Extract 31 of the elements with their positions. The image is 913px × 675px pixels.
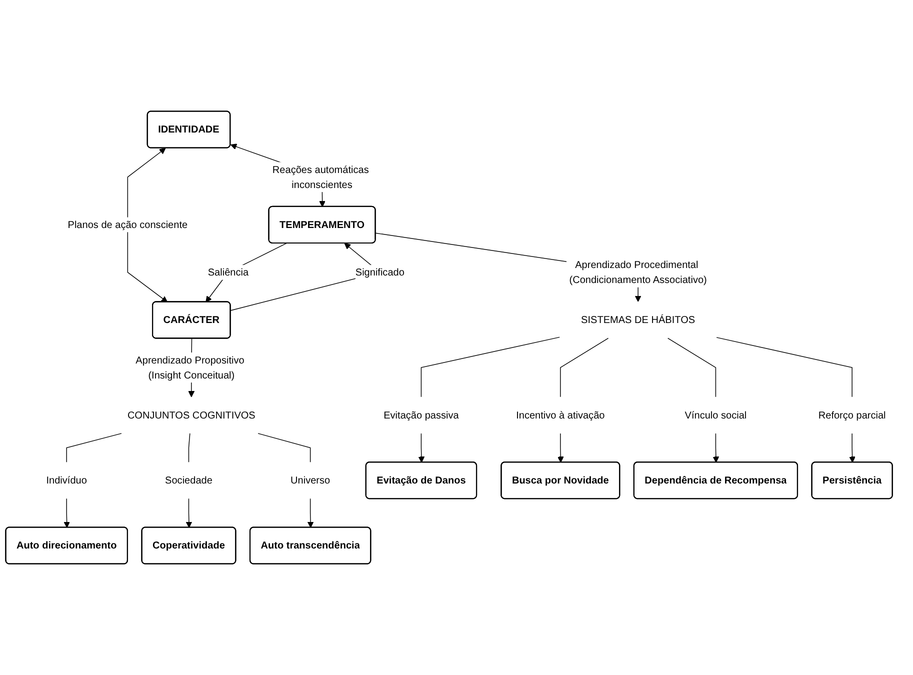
arrow	[64, 498, 70, 528]
connector	[560, 338, 609, 398]
connector	[66, 433, 122, 462]
node-text: Evitação passiva	[384, 409, 459, 421]
arrow	[418, 433, 425, 463]
edge-label: Reações automáticas inconscientes	[272, 164, 369, 190]
edge-label: Aprendizado Procedimental (Condicionamento Associativo)	[569, 258, 707, 286]
edge-label: Planos de ação consciente	[68, 218, 188, 230]
edge-label: Aprendizado Propositivo (Insight Conceitual)	[136, 354, 244, 380]
node-text: CONJUNTOS COGNITIVOS	[127, 409, 256, 421]
arrow	[127, 148, 168, 302]
connector	[258, 433, 311, 462]
arrow	[712, 433, 720, 463]
node-text: Sociedade	[165, 474, 212, 486]
arrow	[186, 498, 192, 528]
connector	[667, 338, 716, 398]
node-text: Indivíduo	[46, 474, 87, 486]
node-text: Reforço parcial	[818, 409, 886, 421]
connector	[420, 336, 560, 398]
arrow	[557, 433, 564, 463]
node-text: Incentivo à ativação	[516, 409, 605, 421]
node-text: Universo	[290, 474, 330, 486]
edge-label: Significado	[355, 266, 404, 278]
connector	[716, 337, 852, 398]
arrow	[849, 433, 856, 463]
arrow	[206, 242, 287, 302]
arrow	[307, 498, 314, 528]
node-text: Vínculo social	[684, 409, 747, 421]
connector	[188, 433, 190, 462]
edge-label: Saliência	[208, 266, 249, 278]
node-text: SISTEMAS DE HÁBITOS	[581, 314, 696, 326]
